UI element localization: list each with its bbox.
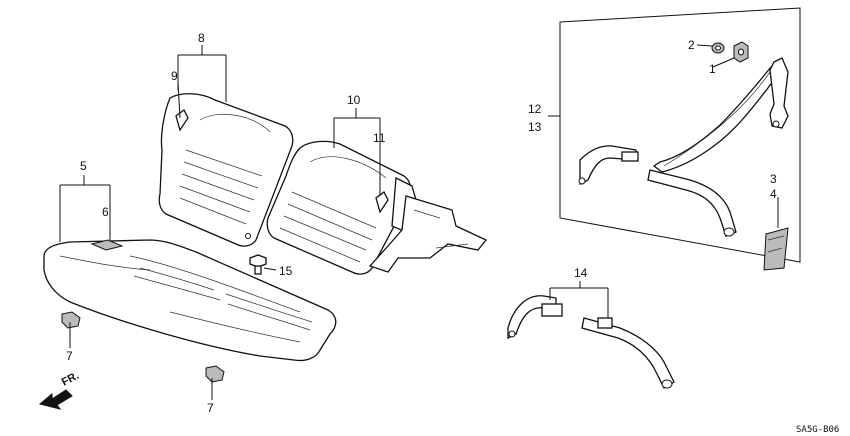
callout-13: 13 [528,120,542,134]
callout-2: 2 [688,38,695,52]
leader-lines [59,44,779,400]
seat-cushion-part [43,239,337,362]
front-direction-indicator: FR. [38,370,81,410]
callout-labels: 1 2 3 4 5 6 7 7 8 9 10 11 12 13 14 15 [66,31,777,415]
callout-9: 9 [171,69,178,83]
callout-4: 4 [770,187,777,201]
center-belt-part [507,295,675,389]
bushing-part-right [205,365,225,383]
front-label: FR. [60,370,81,389]
anchor-nut-part [711,42,725,54]
callout-11: 11 [373,131,386,145]
callout-14: 14 [574,266,588,280]
callout-8: 8 [198,31,205,45]
bolt-part [249,254,267,275]
callout-12: 12 [528,102,542,116]
callout-15: 15 [279,264,293,278]
callout-7-right: 7 [207,401,214,415]
callout-3: 3 [770,172,777,186]
shoulder-belt-part [578,57,789,237]
seat-back-left-part [158,93,294,247]
callout-5: 5 [80,159,87,173]
callout-1: 1 [709,62,716,76]
seat-belt-inset-panel [559,7,801,263]
front-arrow-icon [38,389,73,410]
callout-10: 10 [347,93,361,107]
floor-panel-part [368,195,488,273]
callout-7-left: 7 [66,349,73,363]
anchor-cover-part [733,41,749,63]
belt-guide-part [763,227,789,271]
bushing-part-left [61,311,81,329]
callout-6: 6 [102,205,109,219]
diagram-code: SA5G-B06 [796,425,839,435]
